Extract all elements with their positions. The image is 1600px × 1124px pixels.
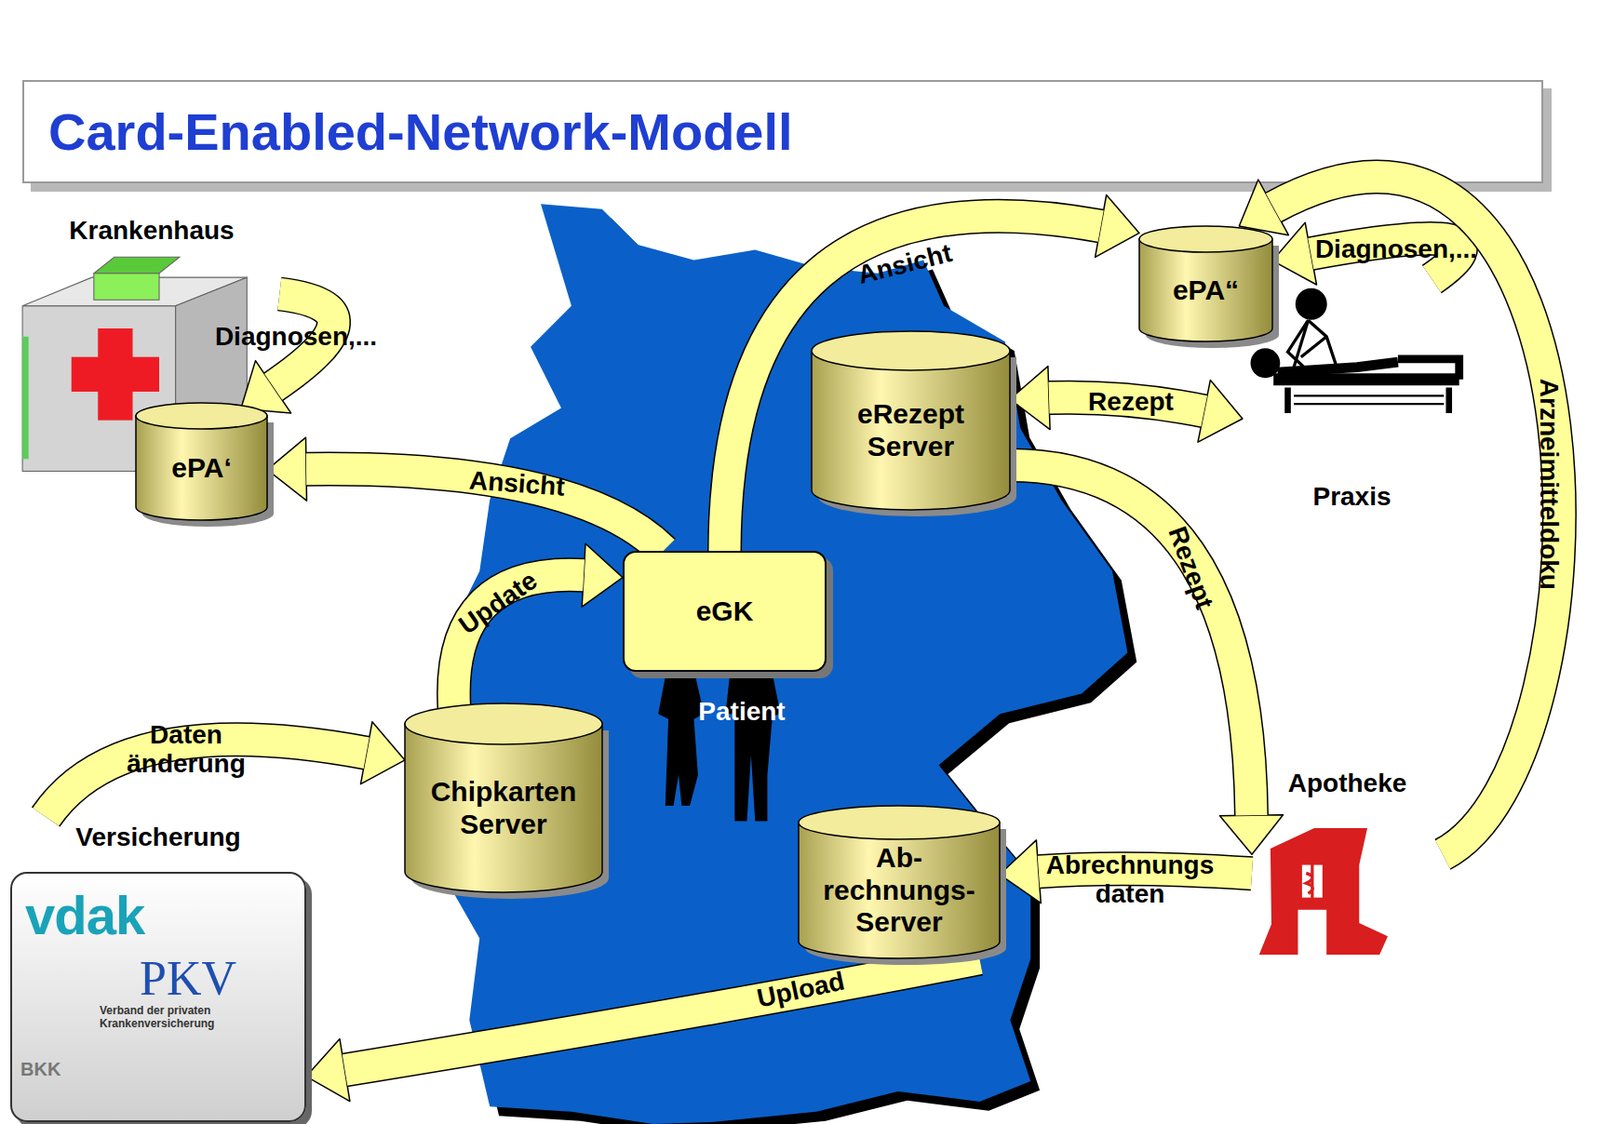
- arrow-outline: [1009, 465, 1252, 816]
- pharmacy-icon: [1305, 862, 1313, 900]
- hospital-icon: [22, 336, 29, 460]
- cylinder-body: [135, 416, 268, 521]
- patient-label: Patient: [698, 697, 785, 727]
- doctor-icon: [1251, 289, 1460, 414]
- fat-arrow: [454, 543, 623, 708]
- server-cylinder: Ab- rechnungs- Server: [798, 806, 1000, 959]
- node-text: Versicherung: [75, 822, 241, 853]
- logo-text: BKK: [20, 1059, 61, 1081]
- cylinder-top: [798, 806, 1000, 840]
- patient-figures: [725, 648, 780, 821]
- cylinder-body: [811, 350, 1010, 511]
- title-box: Card-Enabled-Network-Modell: [22, 80, 1544, 184]
- logo-text: vdak: [25, 884, 145, 947]
- node-text: Ab- rechnungs- Server: [810, 842, 988, 940]
- arrow-head: [1197, 379, 1243, 443]
- fat-arrow: [1009, 465, 1284, 855]
- arrow-fill: [345, 958, 981, 1071]
- arrow-fill: [1273, 176, 1560, 855]
- fat-arrow: [306, 958, 980, 1103]
- arrow-head: [306, 1039, 350, 1103]
- practice-node: Praxis: [1237, 279, 1466, 512]
- database-cylinder: ePA“: [1139, 226, 1273, 342]
- cylinder-body: [1139, 239, 1273, 342]
- arrow-head: [581, 543, 623, 607]
- arrow-body: [345, 958, 981, 1071]
- arrow-body: [725, 215, 1102, 552]
- server-cylinder: eRezept Server: [811, 331, 1010, 511]
- logo-subtext: Verband der privaten Krankenversicherung: [99, 1005, 263, 1032]
- pharmacy-node: Apotheke: [1251, 768, 1443, 960]
- database-cylinder: ePA‘: [135, 403, 268, 521]
- node-text: ePA“: [1172, 274, 1239, 308]
- patient-figures: [658, 660, 704, 807]
- doctor-icon: [1288, 320, 1338, 370]
- node-text: Apotheke: [1288, 768, 1408, 799]
- doctor-icon: [1273, 373, 1460, 386]
- cylinder-top: [1139, 226, 1273, 253]
- arrow-outline: [1273, 176, 1560, 855]
- node-text: ePA‘: [171, 452, 231, 485]
- arrow-outline: [345, 958, 981, 1071]
- arrow-outline: [725, 215, 1102, 552]
- germany-map: [438, 203, 1137, 1124]
- node-text: Chipkarten Server: [412, 776, 595, 841]
- arrow-fill: [1009, 465, 1252, 816]
- pharmacy-icon: [1259, 828, 1388, 955]
- arrow-head: [361, 722, 406, 785]
- arrow-body: [1273, 176, 1560, 855]
- hospital-icon: [97, 328, 133, 421]
- node-text: Praxis: [1312, 482, 1391, 512]
- node-text: eRezept Server: [819, 398, 1003, 463]
- logo-text: PKV: [139, 951, 237, 1007]
- health-card-box: eGK: [622, 551, 827, 673]
- cylinder-body: [798, 822, 1000, 959]
- cylinder-top: [404, 703, 603, 745]
- doctor-icon: [1296, 289, 1326, 319]
- server-cylinder: Chipkarten Server: [404, 703, 603, 893]
- edge-label: Daten änderung: [116, 721, 256, 780]
- hospital-icon: [94, 273, 160, 301]
- fat-arrow: [1009, 366, 1243, 444]
- fat-arrow: [267, 437, 664, 552]
- node-text: eGK: [696, 595, 754, 629]
- fat-arrow: [45, 722, 405, 818]
- doctor-icon: [1277, 362, 1399, 373]
- pharmacy-icon: [1259, 828, 1388, 955]
- doctor-icon: [1251, 349, 1279, 377]
- arrow-head: [1220, 815, 1284, 856]
- edge-label: Rezept: [1088, 388, 1174, 417]
- fat-arrow: [241, 294, 335, 414]
- arrow-fill: [725, 215, 1102, 552]
- edge-label: Abrechnungs daten: [1036, 851, 1224, 910]
- doctor-icon: [1293, 395, 1444, 404]
- germany-map: [438, 203, 1128, 1124]
- title-text: Card-Enabled-Network-Modell: [48, 101, 794, 162]
- hospital-icon: [94, 256, 180, 274]
- doctor-icon: [1398, 359, 1460, 380]
- edge-label: Arzneimitteldoku: [1534, 377, 1564, 590]
- doctor-icon: [1288, 388, 1450, 414]
- edge-label: Diagnosen,...: [1315, 235, 1478, 265]
- node-text: Krankenhaus: [68, 215, 234, 246]
- fat-arrow: [1238, 176, 1560, 855]
- cylinder-top: [811, 331, 1010, 371]
- edge-label: Ansicht: [468, 466, 566, 502]
- edge-label: Diagnosen,...: [215, 322, 377, 352]
- fat-arrow: [725, 195, 1141, 552]
- cylinder-body: [404, 724, 603, 893]
- cylinder-top: [135, 403, 268, 430]
- arrow-head: [1095, 195, 1140, 258]
- arrow-body: [1009, 465, 1252, 816]
